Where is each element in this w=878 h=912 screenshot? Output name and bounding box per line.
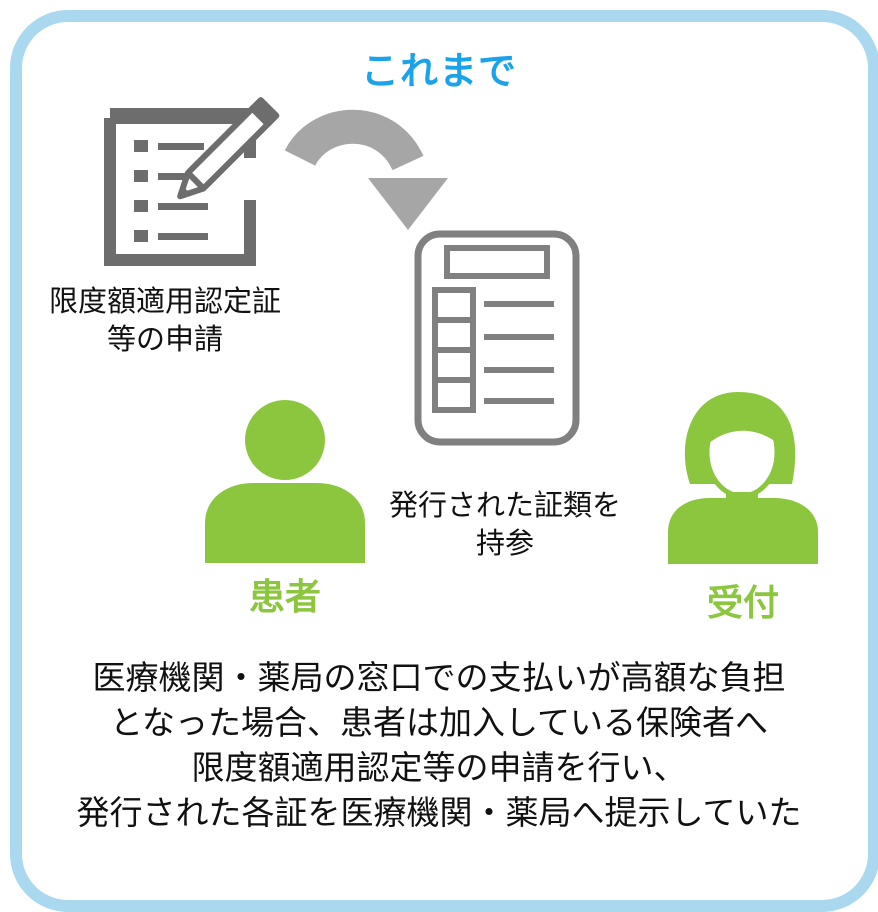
- patient-person-icon: [205, 400, 365, 563]
- description: 医療機関・薬局の窓口での支払いが高額な負担 となった場合、患者は加入している保険…: [76, 658, 802, 832]
- reception-label: 受付: [706, 583, 779, 624]
- certificate-document-icon: [414, 230, 580, 446]
- certificate-label: 発行された証類を 持参: [388, 488, 621, 560]
- page-title: これまで: [360, 49, 517, 93]
- patient-label: 患者: [248, 577, 321, 618]
- receptionist-woman-icon: [668, 392, 818, 564]
- application-form-with-pencil-icon: [104, 97, 280, 266]
- curved-arrow-icon: [284, 109, 448, 230]
- application-label: 限度額適用認定証 等の申請: [48, 284, 281, 356]
